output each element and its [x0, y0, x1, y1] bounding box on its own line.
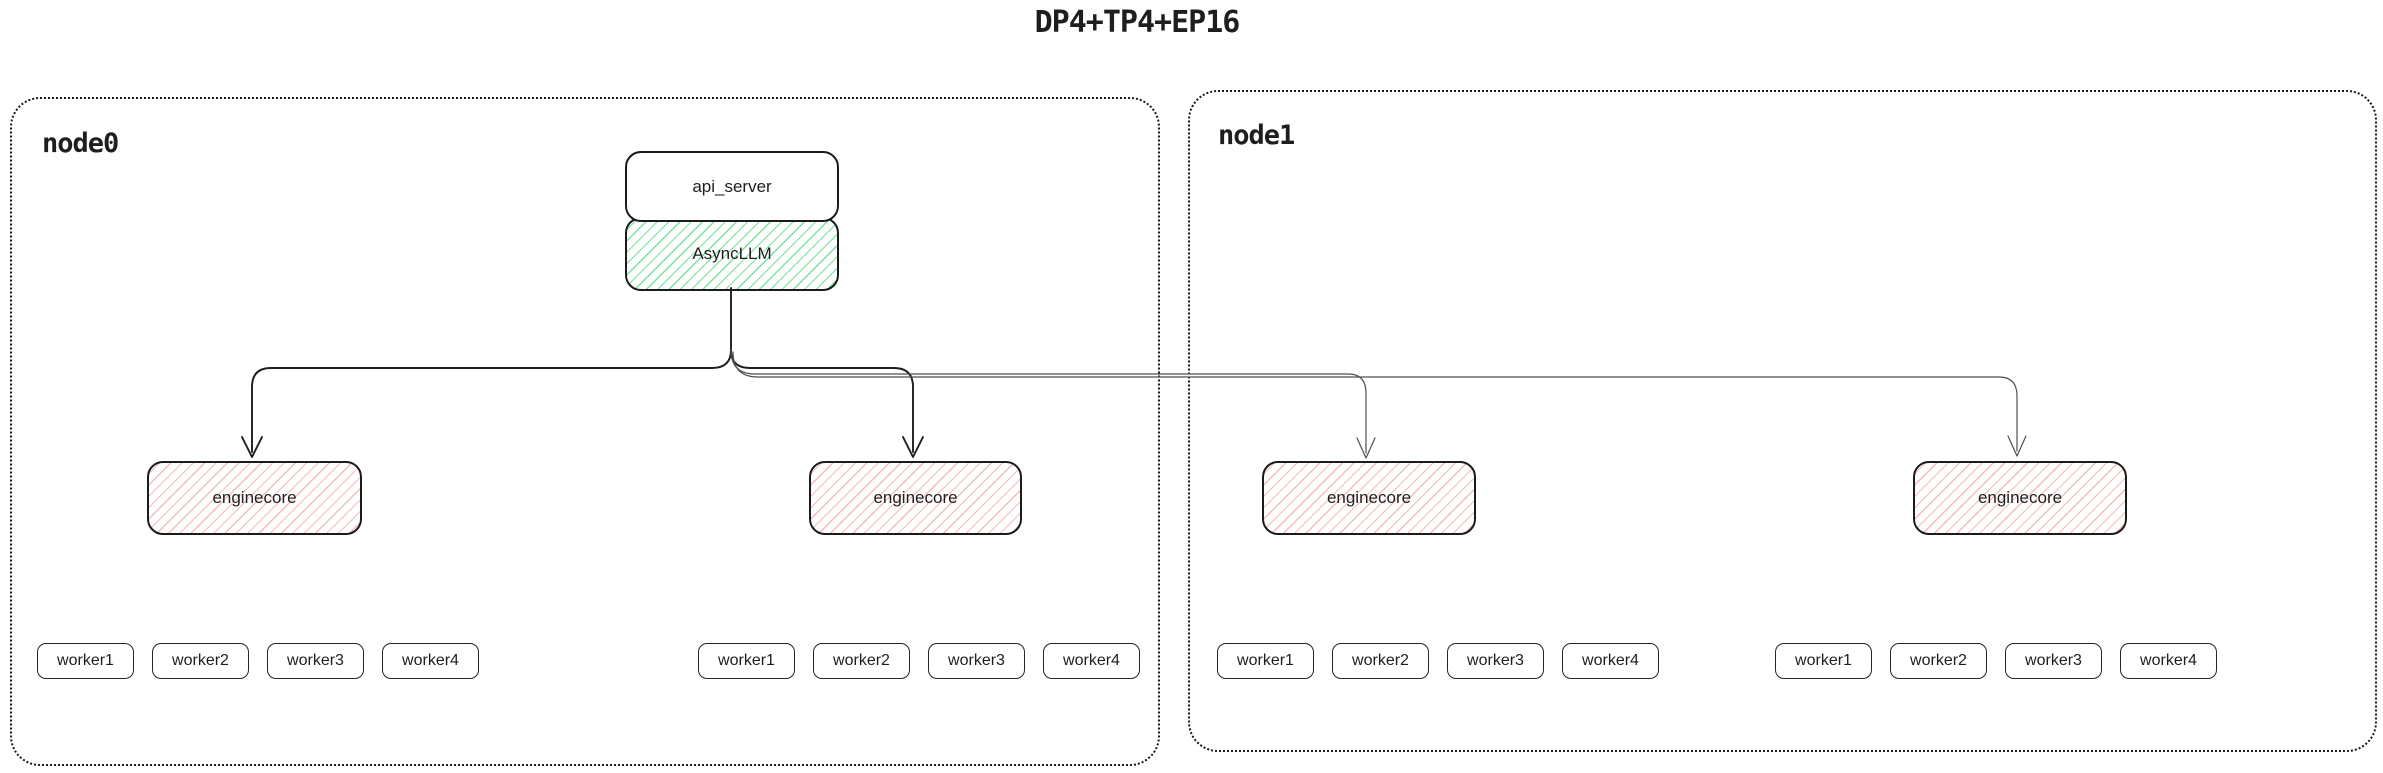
worker-label: worker1 — [57, 652, 114, 669]
worker-label: worker2 — [172, 652, 229, 669]
worker-group-3: worker1 worker2 worker3 worker4 — [1217, 643, 1659, 679]
worker-group-4: worker1 worker2 worker3 worker4 — [1775, 643, 2217, 679]
api-server-box: api_server — [625, 151, 839, 222]
worker-box: worker2 — [152, 643, 249, 679]
worker-group-1: worker1 worker2 worker3 worker4 — [37, 643, 479, 679]
enginecore-label: enginecore — [212, 488, 297, 507]
worker-box: worker3 — [2005, 643, 2102, 679]
diagram-title: DP4+TP4+EP16 — [1034, 5, 1241, 40]
enginecore-box-2: enginecore — [809, 461, 1022, 535]
worker-box: worker4 — [1562, 643, 1659, 679]
worker-box: worker4 — [1043, 643, 1140, 679]
worker-label: worker3 — [1467, 652, 1524, 669]
worker-group-2: worker1 worker2 worker3 worker4 — [698, 643, 1140, 679]
worker-box: worker1 — [37, 643, 134, 679]
enginecore-label: enginecore — [1326, 488, 1412, 507]
worker-box: worker4 — [2120, 643, 2217, 679]
worker-label: worker2 — [1910, 652, 1967, 669]
worker-box: worker1 — [1217, 643, 1314, 679]
worker-label: worker4 — [2140, 652, 2197, 669]
worker-box: worker1 — [698, 643, 795, 679]
worker-box: worker3 — [1447, 643, 1544, 679]
worker-box: worker4 — [382, 643, 479, 679]
asyncllm-label: AsyncLLM — [692, 244, 772, 263]
worker-label: worker4 — [1063, 652, 1120, 669]
node1-label: node1 — [1218, 120, 1295, 151]
enginecore-label: enginecore — [1977, 488, 2063, 507]
worker-box: worker3 — [928, 643, 1025, 679]
asyncllm-box: AsyncLLM — [625, 217, 839, 291]
worker-label: worker1 — [1795, 652, 1852, 669]
worker-label: worker3 — [2025, 652, 2082, 669]
api-server-label: api_server — [692, 176, 772, 196]
worker-box: worker1 — [1775, 643, 1872, 679]
worker-box: worker2 — [1332, 643, 1429, 679]
enginecore-box-4: enginecore — [1913, 461, 2127, 535]
worker-box: worker2 — [813, 643, 910, 679]
enginecore-box-3: enginecore — [1262, 461, 1476, 535]
worker-label: worker2 — [1352, 652, 1409, 669]
node0-label: node0 — [42, 128, 119, 159]
worker-box: worker2 — [1890, 643, 1987, 679]
worker-label: worker1 — [718, 652, 775, 669]
enginecore-box-1: enginecore — [147, 461, 362, 535]
worker-label: worker4 — [1582, 652, 1639, 669]
worker-label: worker4 — [402, 652, 459, 669]
worker-label: worker1 — [1237, 652, 1294, 669]
worker-box: worker3 — [267, 643, 364, 679]
worker-label: worker3 — [287, 652, 344, 669]
enginecore-label: enginecore — [873, 488, 958, 507]
worker-label: worker2 — [833, 652, 890, 669]
worker-label: worker3 — [948, 652, 1005, 669]
